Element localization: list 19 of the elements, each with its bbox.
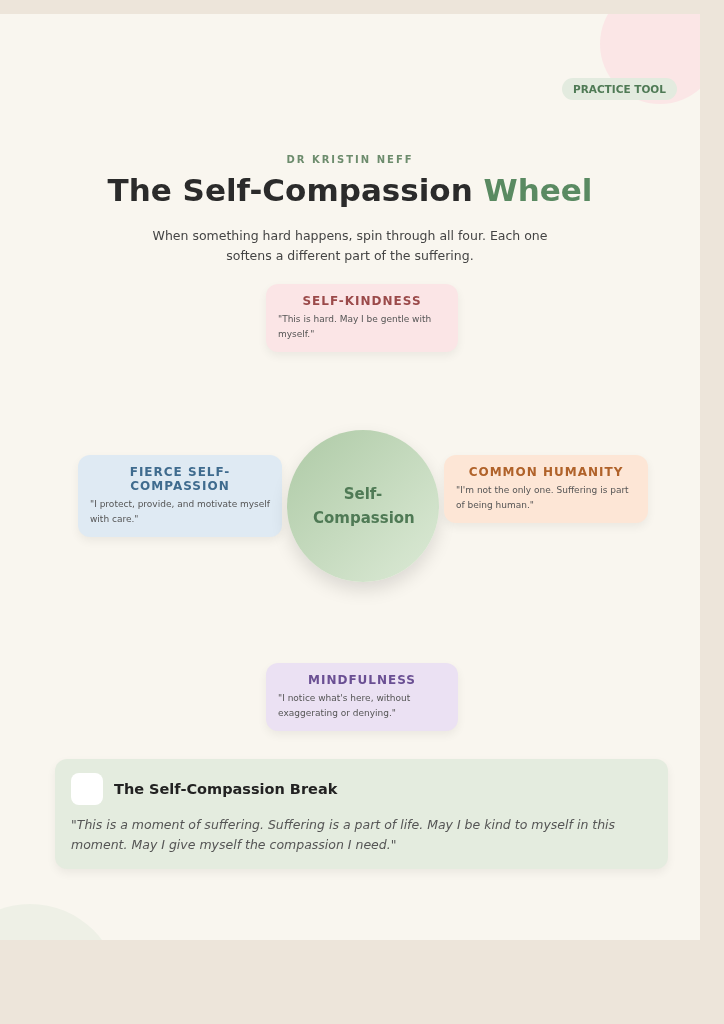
quote-text: "I protect, provide, and motivate myself with care." [90, 498, 270, 526]
page-title: The Self-Compassion Wheel [106, 172, 594, 208]
card-heading: SELF-KINDNESS [301, 294, 423, 308]
quote-text: "This is hard. May I be gentle with myself." [278, 313, 433, 341]
tag-badge [562, 78, 677, 100]
quote-text: "This is a moment of suffering. Suffering is a part of life. May I be kind to myself in this moment. May I give myself the compassion I need." [71, 816, 617, 854]
center-text: Self-Compassion [313, 484, 413, 529]
practice-panel [55, 759, 668, 869]
badge-text: PRACTICE TOOL [573, 83, 666, 95]
panel-heading: The Self-Compassion Break [114, 781, 338, 797]
card-heading: MINDFULNESS [307, 673, 417, 687]
humanity-card [444, 455, 648, 523]
quote-text: "I'm not the only one. Suffering is part of being human." [456, 484, 630, 512]
card-heading: COMMON HUMANITY [467, 465, 625, 479]
eyebrow-text: DR KRISTIN NEFF [285, 154, 415, 165]
fierce-card [78, 455, 282, 537]
card-heading: FIERCE SELF-COMPASSION [128, 465, 232, 493]
subtitle-text: When something hard happens, spin through all four. Each one softens a different part of the suffering. [151, 227, 549, 265]
quote-text: "I notice what's here, without exaggerating or denying." [278, 692, 412, 720]
